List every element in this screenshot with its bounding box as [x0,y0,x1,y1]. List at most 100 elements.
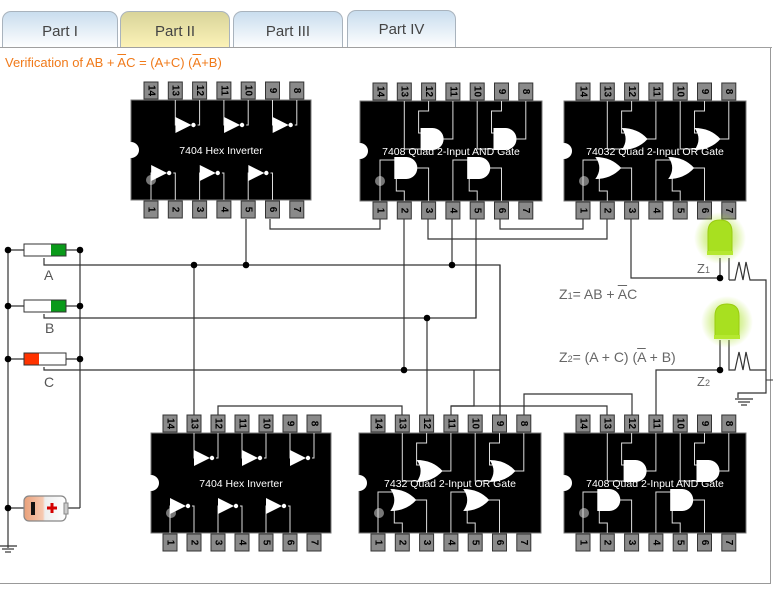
pin-5[interactable]: 5 [672,201,688,220]
pin-box[interactable] [492,414,507,433]
pin-box[interactable] [624,414,640,433]
pin-box[interactable] [721,533,737,552]
pin-box[interactable] [721,82,737,101]
pin-13[interactable]: 13 [394,414,410,433]
pin-6[interactable]: 6 [492,533,507,552]
pin-box[interactable] [258,533,274,552]
pin-12[interactable]: 12 [624,82,640,101]
pin-box[interactable] [234,533,250,552]
pin-11[interactable]: 11 [443,414,459,433]
pin-box[interactable] [372,82,388,101]
pin-4[interactable]: 4 [445,201,461,220]
pin-box[interactable] [697,82,712,101]
pin-1[interactable]: 1 [370,533,386,552]
pin-box[interactable] [624,201,640,220]
pin-box[interactable] [516,414,532,433]
pin-box[interactable] [494,201,509,220]
pin-box[interactable] [192,81,208,100]
pin-box[interactable] [697,533,712,552]
pin-box[interactable] [370,414,386,433]
tab-part-3[interactable]: Part III [233,11,343,48]
pin-box[interactable] [167,200,183,219]
pin-box[interactable] [469,82,485,101]
pin-14[interactable]: 14 [575,414,591,433]
pin-12[interactable]: 12 [419,414,435,433]
pin-box[interactable] [265,200,280,219]
switch-b[interactable] [23,299,67,313]
pin-3[interactable]: 3 [624,201,640,220]
pin-box[interactable] [672,533,688,552]
pin-box[interactable] [210,533,226,552]
pin-box[interactable] [445,82,461,101]
pin-1[interactable]: 1 [575,533,591,552]
pin-box[interactable] [672,414,688,433]
pin-box[interactable] [396,82,412,101]
pin-3[interactable]: 3 [210,533,226,552]
pin-box[interactable] [216,81,232,100]
pin-8[interactable]: 8 [721,82,737,101]
pin-11[interactable]: 11 [234,414,250,433]
switch-knob[interactable] [51,300,66,312]
pin-box[interactable] [516,533,532,552]
pin-10[interactable]: 10 [469,82,485,101]
pin-box[interactable] [721,414,737,433]
tab-part-4[interactable]: Part IV [347,10,456,48]
pin-9[interactable]: 9 [494,82,509,101]
pin-box[interactable] [186,414,202,433]
pin-box[interactable] [258,414,274,433]
pin-6[interactable]: 6 [282,533,298,552]
pin-box[interactable] [306,533,322,552]
pin-5[interactable]: 5 [467,533,483,552]
pin-box[interactable] [599,82,615,101]
pin-box[interactable] [370,533,386,552]
pin-12[interactable]: 12 [210,414,226,433]
pin-box[interactable] [419,414,435,433]
pin-box[interactable] [518,201,534,220]
pin-11[interactable]: 11 [648,82,664,101]
pin-box[interactable] [648,414,664,433]
pin-6[interactable]: 6 [265,200,280,219]
pin-5[interactable]: 5 [469,201,485,220]
pin-14[interactable]: 14 [575,82,591,101]
pin-7[interactable]: 7 [721,533,737,552]
pin-box[interactable] [467,414,483,433]
pin-box[interactable] [575,533,591,552]
pin-14[interactable]: 14 [372,82,388,101]
pin-11[interactable]: 11 [648,414,664,433]
pin-6[interactable]: 6 [494,201,509,220]
pin-box[interactable] [240,81,256,100]
pin-box[interactable] [143,81,159,100]
pin-9[interactable]: 9 [697,414,712,433]
pin-box[interactable] [289,200,305,219]
pin-1[interactable]: 1 [575,201,591,220]
pin-13[interactable]: 13 [599,82,615,101]
pin-box[interactable] [419,533,435,552]
pin-14[interactable]: 14 [162,414,178,433]
pin-2[interactable]: 2 [599,533,615,552]
battery-icon[interactable] [23,495,69,522]
pin-5[interactable]: 5 [258,533,274,552]
pin-13[interactable]: 13 [599,414,615,433]
pin-box[interactable] [396,201,412,220]
pin-box[interactable] [210,414,226,433]
pin-4[interactable]: 4 [648,201,664,220]
pin-14[interactable]: 14 [143,81,159,100]
pin-9[interactable]: 9 [492,414,507,433]
pin-box[interactable] [469,201,485,220]
pin-box[interactable] [648,201,664,220]
pin-7[interactable]: 7 [306,533,322,552]
pin-box[interactable] [216,200,232,219]
pin-box[interactable] [192,200,208,219]
pin-12[interactable]: 12 [421,82,437,101]
pin-2[interactable]: 2 [167,200,183,219]
pin-8[interactable]: 8 [721,414,737,433]
pin-box[interactable] [575,414,591,433]
pin-box[interactable] [167,81,183,100]
pin-box[interactable] [186,533,202,552]
pin-8[interactable]: 8 [289,81,305,100]
pin-10[interactable]: 10 [467,414,483,433]
pin-1[interactable]: 1 [143,200,159,219]
pin-3[interactable]: 3 [419,533,435,552]
switch-knob[interactable] [51,244,66,256]
pin-box[interactable] [394,533,410,552]
